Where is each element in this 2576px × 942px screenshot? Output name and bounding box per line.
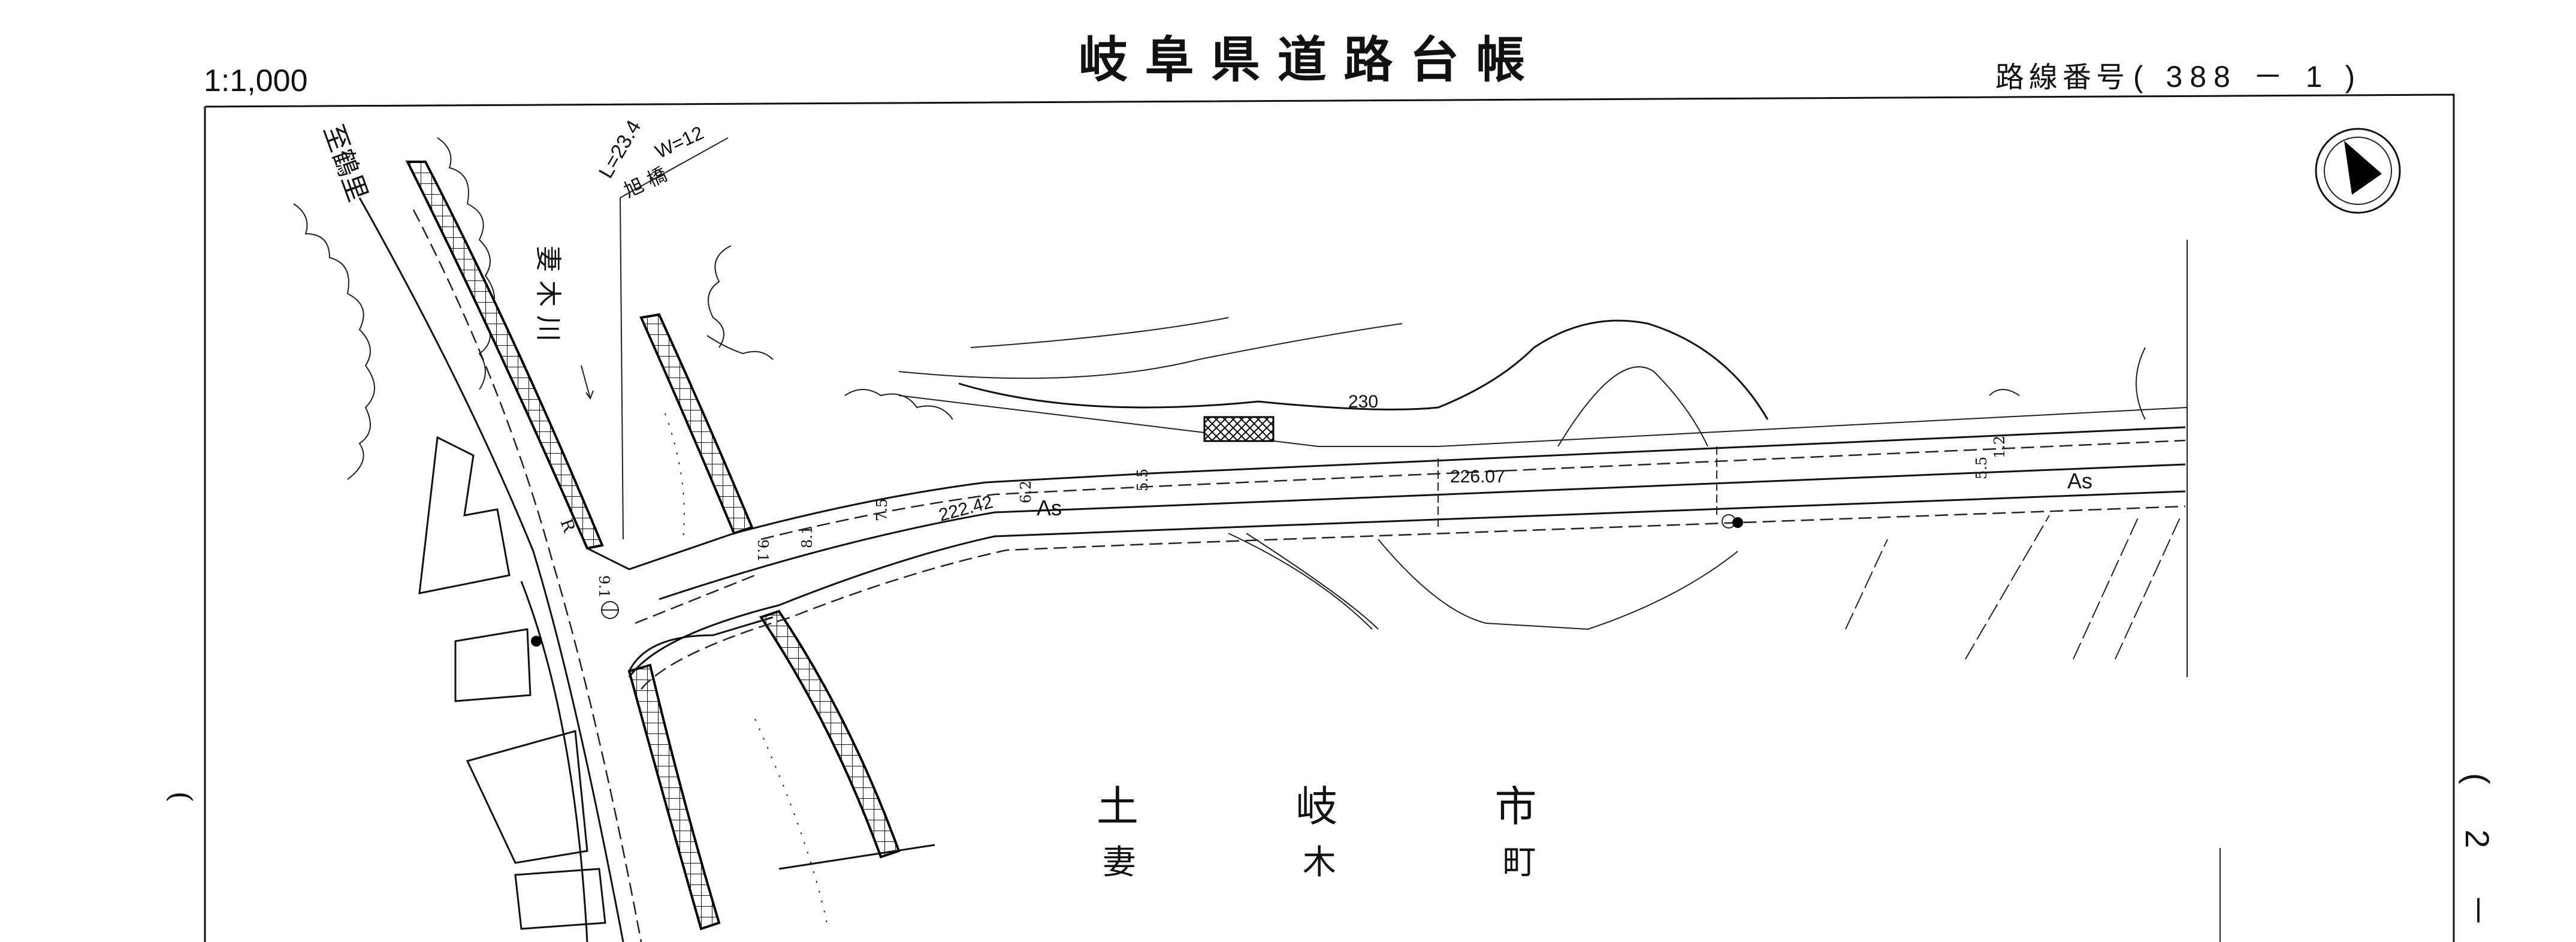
main-road-north-edge (733, 426, 2186, 535)
width-label: 9.1 (596, 575, 612, 598)
north-arrow-icon[interactable] (2315, 128, 2401, 214)
crosshatched-structure (1203, 416, 1275, 442)
bridge-width: W=12 (652, 122, 707, 162)
river-channel (587, 532, 735, 570)
building-outline (418, 436, 511, 594)
contour-230 (958, 319, 1769, 420)
city-name: 土 岐 市 (1097, 782, 1609, 831)
map-frame (204, 93, 2455, 942)
revetment-upper-right (639, 313, 754, 535)
utility-pole-icon (531, 514, 1743, 647)
width-label: 5.5 (1973, 457, 1990, 479)
revetment-lower-right (759, 609, 901, 859)
main-road-south-sidewalk (641, 505, 2186, 690)
page-title: 岐 阜 県 道 路 台 帳 (1079, 32, 1525, 89)
width-label: 7.5 (874, 499, 890, 521)
bend-label: R (556, 516, 579, 535)
side-road-edge (358, 197, 624, 942)
vegetation-outline (293, 203, 375, 480)
river-label: 妻 木 川 (533, 246, 563, 342)
revetment-upper-left (405, 161, 604, 550)
width-label: 6.2 (1017, 481, 1034, 503)
vegetation-outline (844, 347, 2146, 420)
parcel-lines (1845, 515, 2182, 660)
width-label: 8.1 (799, 526, 816, 548)
town-name: 妻 木 町 (1103, 843, 1614, 882)
embankment-toe (898, 366, 2188, 447)
left-margin-bracket: ( (164, 791, 198, 803)
river-bank-dotted (665, 413, 828, 923)
contour-line (898, 317, 1403, 379)
river-flow-arrow (581, 365, 594, 400)
bridge-leader (620, 137, 729, 540)
scale-label: 1:1,000 (204, 64, 308, 98)
side-road-edge (520, 581, 588, 942)
width-label: 9.1 (754, 539, 771, 562)
elevation-label: 222.42 (937, 492, 995, 526)
destination-label: 至鶴里 (318, 120, 373, 205)
main-road-north-sidewalk (760, 439, 2186, 541)
main-road-centerline (635, 574, 756, 624)
route-number: ( 388 － 1 ) (2133, 60, 2362, 93)
page-number: ( 2 － (2459, 773, 2496, 942)
bridge-name: 旭 橋 (620, 162, 670, 202)
drainage-channel (1228, 533, 1738, 630)
pavement-label: As (2067, 469, 2092, 493)
width-label: 5.5 (1134, 469, 1151, 491)
side-road-centerline (412, 209, 642, 942)
main-road-south-edge (628, 490, 2186, 678)
vegetation-outline (706, 245, 774, 360)
elevation-label: 226.07 (1450, 467, 1505, 487)
revetment-lower-left (627, 663, 721, 931)
route-label: 路線番号 (1995, 61, 2130, 94)
pavement-label: As (1037, 496, 1062, 520)
building-outline (454, 628, 606, 930)
vegetation-outline (437, 137, 495, 390)
main-road-lane-line (659, 463, 2186, 600)
lower-river-outline (628, 616, 935, 870)
width-label: 1.2 (1991, 436, 2008, 458)
bridge-length: L=23.4 (594, 116, 645, 182)
contour-label: 230 (1348, 392, 1378, 412)
